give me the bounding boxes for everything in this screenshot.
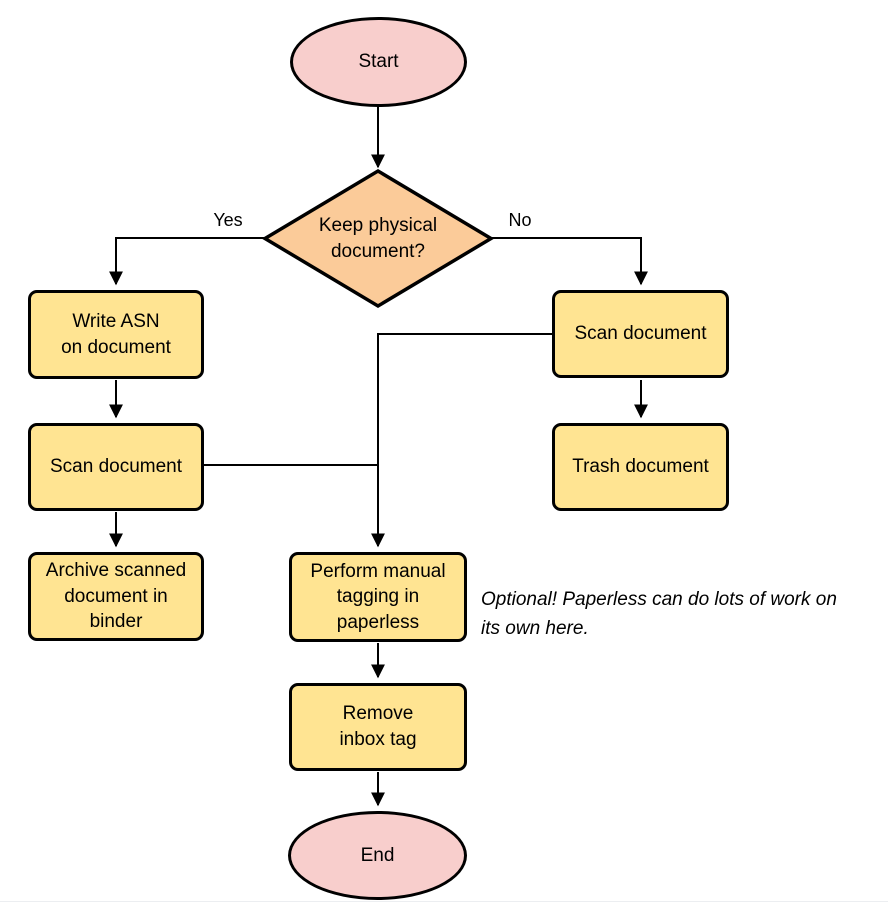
edge-decision-yes-to-write-asn (109, 237, 265, 286)
node-trash-document-label: Trash document (572, 456, 709, 478)
node-start-label: Start (358, 51, 399, 73)
edge-label-yes: Yes (213, 210, 243, 230)
node-write-asn: Write ASN on document (28, 290, 204, 379)
optional-note: Optional! Paperless can do lots of work … (481, 589, 837, 639)
node-write-asn-label: Write ASN on document (61, 310, 171, 358)
bottom-divider (0, 901, 888, 902)
node-decision: Keep physical document? (265, 171, 491, 306)
node-scan-document-right-label: Scan document (574, 323, 707, 345)
node-remove-inbox-tag-label: Remove inbox tag (339, 703, 417, 750)
node-end-label: End (360, 844, 395, 866)
node-remove-inbox-tag: Remove inbox tag (289, 683, 467, 771)
node-end: End (288, 811, 467, 900)
node-decision-label: Keep physical document? (318, 214, 438, 262)
node-start: Start (290, 17, 467, 107)
node-scan-document-right: Scan document (552, 290, 729, 378)
edge-scan-right-to-tagging (371, 333, 552, 548)
node-scan-document-left-label: Scan document (49, 456, 183, 478)
node-manual-tagging-label: Perform manual tagging in paperless (310, 560, 446, 633)
node-archive-binder: Archive scanned document in binder (28, 552, 204, 641)
node-archive-binder-label: Archive scanned document in binder (45, 560, 187, 633)
decision-diamond-shape (261, 168, 495, 309)
node-scan-document-left: Scan document (28, 423, 204, 511)
node-trash-document: Trash document (552, 423, 729, 511)
edge-label-no: No (508, 210, 532, 230)
node-manual-tagging: Perform manual tagging in paperless (289, 552, 467, 642)
edge-decision-no-to-scan-right (491, 237, 648, 286)
